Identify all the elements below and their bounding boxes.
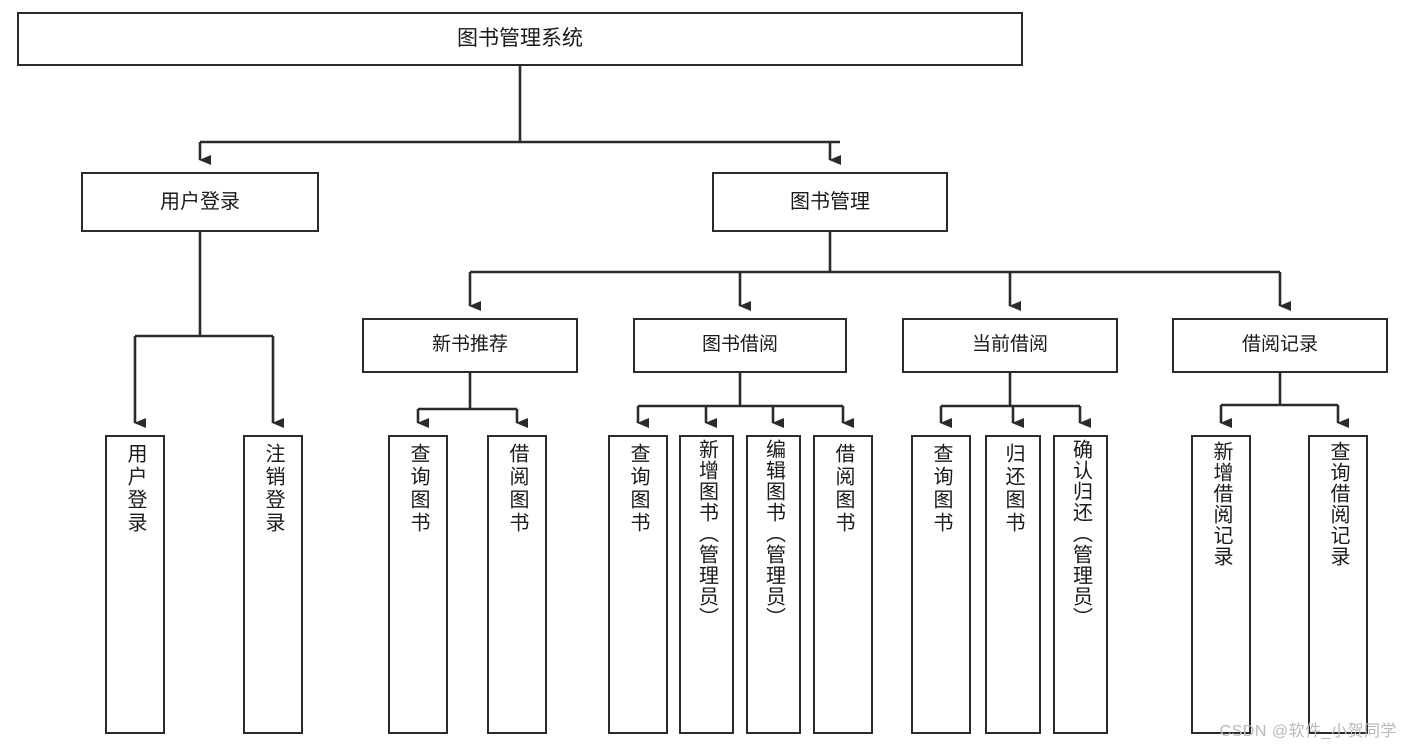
leaf-confirm-return[interactable]: 确认归还（管理员） [1053,435,1108,734]
node-book-manage[interactable]: 图书管理 [712,172,948,232]
leaf-add-record-label: 新增借阅记录 [1210,441,1232,567]
node-new-book-rec[interactable]: 新书推荐 [362,318,578,373]
leaf-query-book-2[interactable]: 查询图书 [608,435,668,734]
node-user-login-label: 用户登录 [160,191,240,213]
node-book-borrow[interactable]: 图书借阅 [633,318,847,373]
node-book-borrow-label: 图书借阅 [701,334,778,356]
leaf-query-book-3-label: 查询图书 [930,443,952,535]
node-borrow-record[interactable]: 借阅记录 [1172,318,1388,373]
leaf-user-login[interactable]: 用户登录 [105,435,165,734]
leaf-query-book-1[interactable]: 查询图书 [388,435,448,734]
leaf-add-record[interactable]: 新增借阅记录 [1191,435,1251,734]
leaf-query-record-label: 查询借阅记录 [1327,441,1349,567]
node-current-borrow-label: 当前借阅 [971,334,1048,356]
leaf-edit-book[interactable]: 编辑图书（管理员） [746,435,801,734]
node-user-login[interactable]: 用户登录 [81,172,319,232]
node-root-label: 图书管理系统 [457,27,583,51]
leaf-query-record[interactable]: 查询借阅记录 [1308,435,1368,734]
leaf-borrow-book-2-label: 借阅图书 [832,443,854,535]
node-new-book-rec-label: 新书推荐 [431,334,508,356]
node-borrow-record-label: 借阅记录 [1241,334,1318,356]
leaf-user-login-label: 用户登录 [124,443,146,535]
leaf-add-book[interactable]: 新增图书（管理员） [679,435,734,734]
node-book-manage-label: 图书管理 [790,191,870,213]
leaf-return-book-label: 归还图书 [1002,443,1024,535]
leaf-return-book[interactable]: 归还图书 [985,435,1041,734]
leaf-add-book-label: 新增图书（管理员） [695,439,718,628]
leaf-query-book-3[interactable]: 查询图书 [911,435,971,734]
csdn-watermark: CSDN @软件_小贺同学 [1219,723,1397,740]
leaf-query-book-1-label: 查询图书 [407,443,429,535]
leaf-borrow-book-1[interactable]: 借阅图书 [487,435,547,734]
leaf-confirm-return-label: 确认归还（管理员） [1069,439,1092,628]
leaf-edit-book-label: 编辑图书（管理员） [762,439,785,628]
leaf-borrow-book-2[interactable]: 借阅图书 [813,435,873,734]
node-current-borrow[interactable]: 当前借阅 [902,318,1118,373]
leaf-query-book-2-label: 查询图书 [627,443,649,535]
leaf-borrow-book-1-label: 借阅图书 [506,443,528,535]
leaf-logout-label: 注销登录 [262,443,284,535]
leaf-logout[interactable]: 注销登录 [243,435,303,734]
node-root[interactable]: 图书管理系统 [17,12,1023,66]
